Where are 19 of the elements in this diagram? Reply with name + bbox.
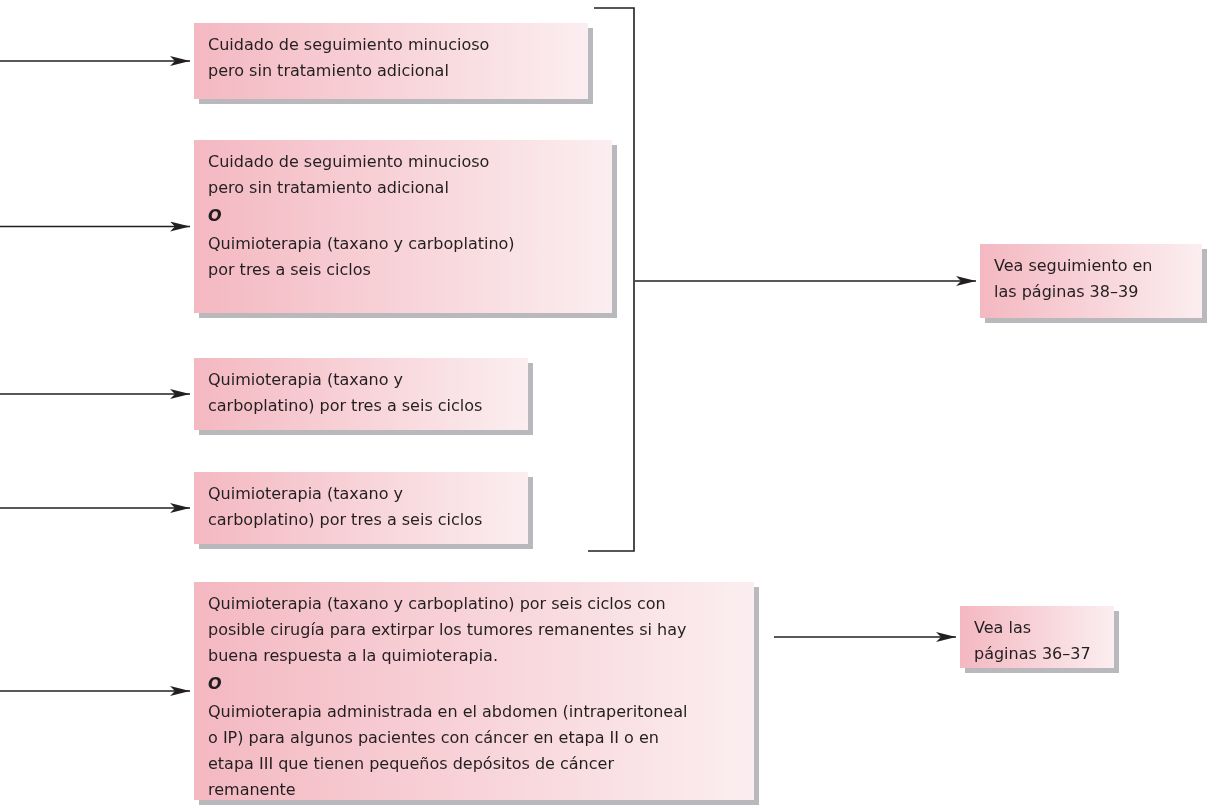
box-text: Cuidado de seguimiento minucioso pero sin tratamiento adicional <box>208 151 491 199</box>
arrow <box>634 276 977 286</box>
arrow <box>0 503 191 513</box>
box-text: Vea las páginas 36–37 <box>974 617 1092 665</box>
box-text: Quimioterapia (taxano y carboplatino) por tres a seis ciclos <box>208 369 484 417</box>
conjunction-text: O <box>208 205 223 227</box>
arrow <box>0 389 191 399</box>
conjunction-text: O <box>208 673 223 695</box>
bracket <box>588 7 635 552</box>
box-text: Vea seguimiento en las páginas 38–39 <box>994 255 1154 303</box>
box-text: Quimioterapia administrada en el abdomen (intraperitoneal o IP) para algunos pacientes con cáncer en etapa II o en etapa III que tienen pequeños depósitos de cáncer remanente <box>208 701 689 801</box>
arrow <box>0 686 191 696</box>
arrow <box>0 56 191 66</box>
box-text: Cuidado de seguimiento minucioso pero sin tratamiento adicional <box>208 34 491 82</box>
arrow <box>0 221 191 232</box>
box-text: Quimioterapia (taxano y carboplatino) por tres a seis ciclos <box>208 483 484 531</box>
box-text: Quimioterapia (taxano y carboplatino) por tres a seis ciclos <box>208 233 516 281</box>
box-text: Quimioterapia (taxano y carboplatino) por seis ciclos con posible cirugía para extirpar los tumores remanentes si hay buena respuesta a la quimioterapia. <box>208 593 688 667</box>
arrow <box>773 632 957 642</box>
